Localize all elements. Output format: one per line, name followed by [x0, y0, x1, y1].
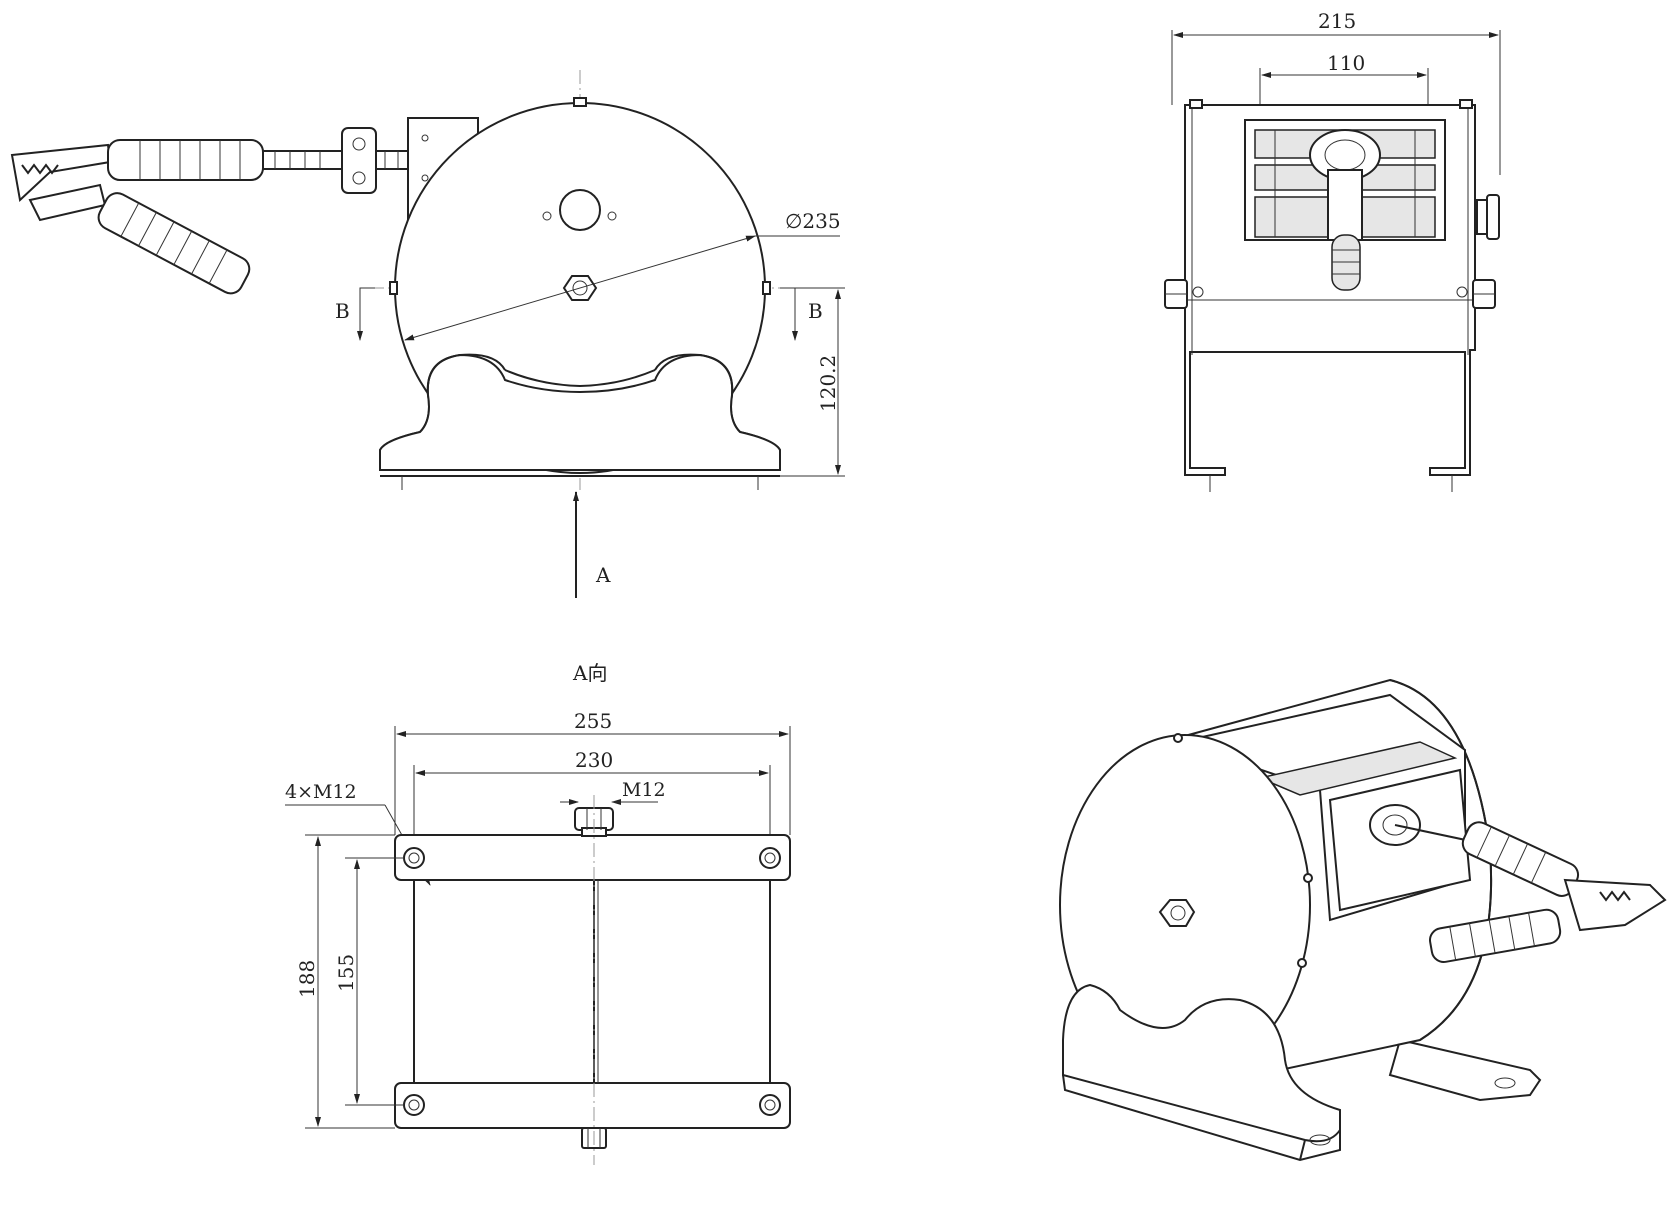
bottom-width-label: 255: [574, 709, 612, 733]
center-thread-label: M12: [622, 779, 666, 801]
side-view: 215 110: [1164, 9, 1501, 492]
isometric-view: [1059, 678, 1667, 1162]
battery-clamp: [1429, 821, 1667, 963]
hex-nut-icon: [1164, 279, 1204, 309]
battery-clamp: [10, 139, 264, 295]
hole-depth-label: 155: [334, 954, 358, 992]
diameter-label: ∅235: [785, 209, 841, 233]
front-view: ∅235 B B 120.2 A: [10, 70, 845, 598]
hex-nut-icon: [1456, 279, 1496, 309]
section-b-right: B: [808, 299, 823, 323]
section-b-left: B: [335, 299, 350, 323]
bottom-view-title: A向: [572, 661, 607, 685]
side-width-label: 215: [1318, 9, 1356, 33]
holes-label: 4×M12: [285, 781, 357, 803]
bottom-view: A向 255 230 M12 4×M12: [285, 661, 791, 1165]
side-inner-label: 110: [1327, 51, 1365, 75]
bottom-spacing-label: 230: [575, 748, 613, 772]
cable-clamp: [259, 127, 411, 194]
height-label: 120.2: [816, 355, 840, 412]
view-arrow-label: A: [595, 563, 611, 587]
depth-label: 188: [295, 960, 319, 998]
